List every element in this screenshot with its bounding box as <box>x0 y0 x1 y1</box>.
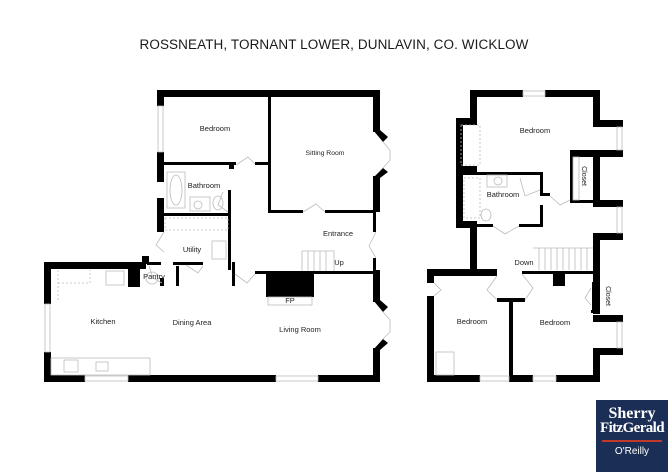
label-ff-bedroom-left: Bedroom <box>457 317 487 326</box>
label-ff-stairs-down: Down <box>514 258 533 267</box>
label-gf-sitting-room: Sitting Room <box>306 150 345 157</box>
label-ff-closet-lower: Closet <box>604 286 611 306</box>
label-ff-closet-upper: Closet <box>580 166 587 186</box>
label-gf-entrance: Entrance <box>323 229 353 238</box>
label-gf-dining-area: Dining Area <box>173 318 213 327</box>
label-gf-bathroom: Bathroom <box>188 181 221 190</box>
agency-logo: Sherry FitzGerald O'Reilly <box>596 400 668 472</box>
logo-line-fitzgerald: FitzGerald <box>600 420 665 436</box>
first-floor-fixtures <box>433 90 623 382</box>
ground-floor-fixtures <box>44 105 391 382</box>
label-ff-bedroom-main: Bedroom <box>520 126 550 135</box>
label-gf-stairs-up: Up <box>334 258 344 267</box>
property-title: ROSSNEATH, TORNANT LOWER, DUNLAVIN, CO. … <box>139 37 529 52</box>
label-ff-bedroom-right: Bedroom <box>540 318 570 327</box>
logo-line-sherry: Sherry <box>608 405 656 422</box>
logo-divider <box>602 440 662 442</box>
room-labels: Bedroom Sitting Room Bathroom Utility En… <box>90 124 611 334</box>
label-gf-kitchen: Kitchen <box>90 317 115 326</box>
label-gf-bedroom: Bedroom <box>200 124 230 133</box>
label-gf-utility: Utility <box>183 245 202 254</box>
ground-floor-walls <box>44 90 388 382</box>
logo-line-oreilly: O'Reilly <box>614 446 650 457</box>
label-gf-pantry: Pantry <box>143 272 165 281</box>
first-floor-walls <box>427 90 623 382</box>
label-ff-bathroom: Bathroom <box>487 190 520 199</box>
label-gf-fireplace: FP <box>285 296 295 305</box>
label-gf-living-room: Living Room <box>279 325 321 334</box>
